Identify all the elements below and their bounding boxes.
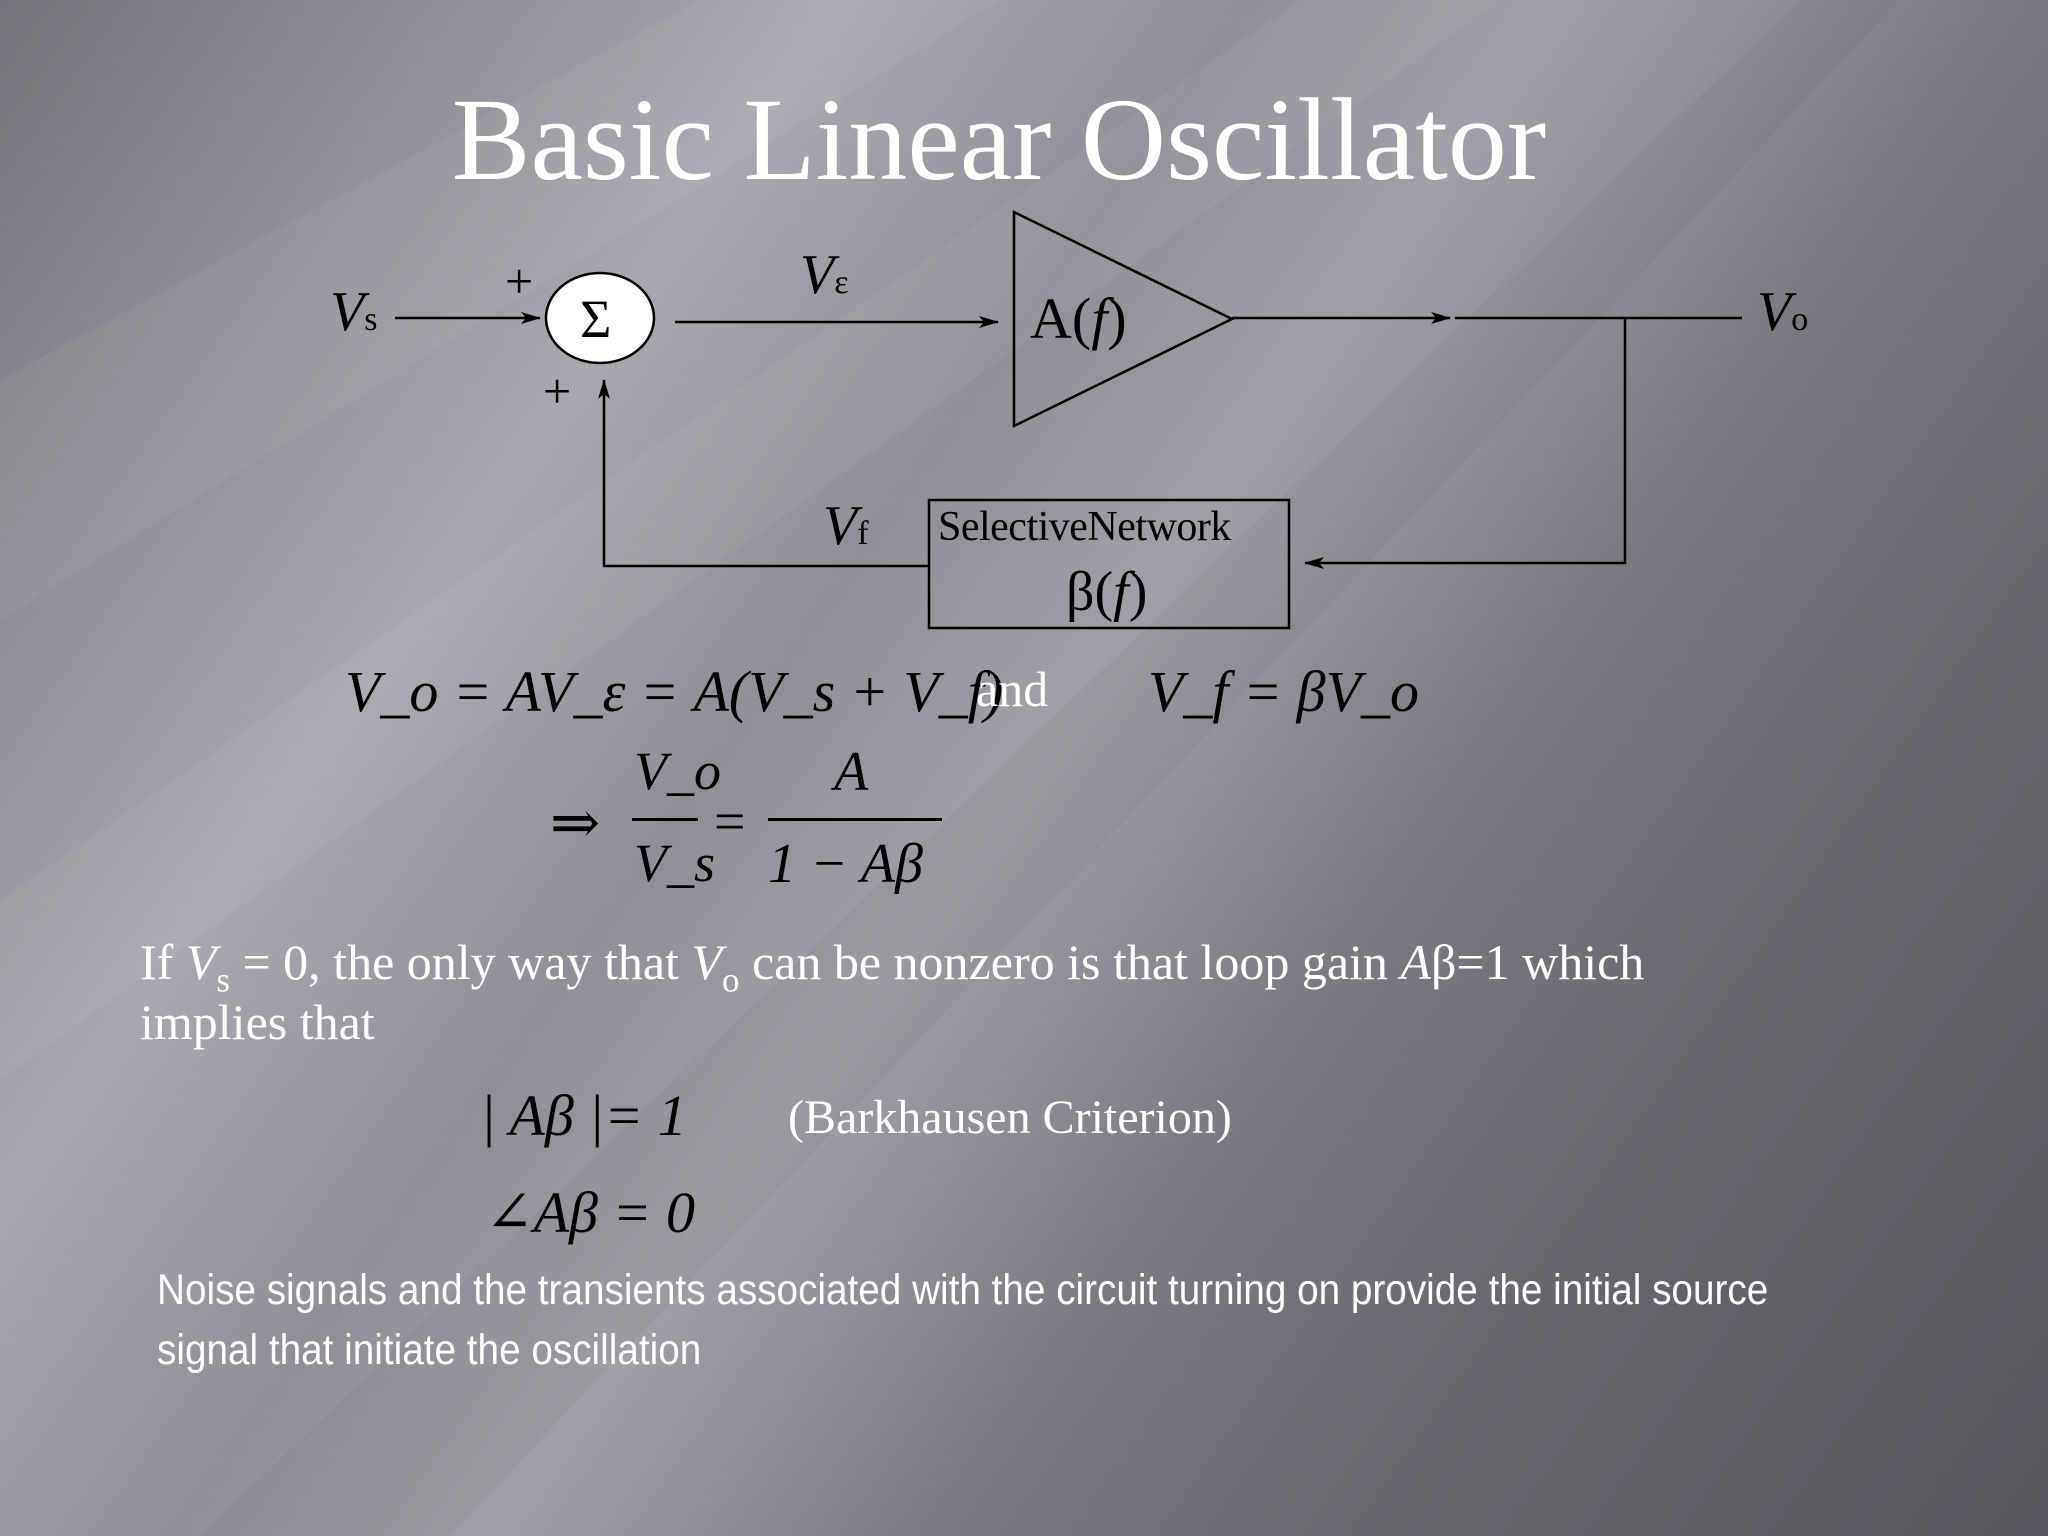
criterion-name: (Barkhausen Criterion) (788, 1091, 1232, 1144)
slide-title: Basic Linear Oscillator (451, 74, 1547, 205)
summing-junction (544, 271, 656, 365)
fraction-rhs-bar (768, 818, 942, 821)
note-line-2: signal that initiate the oscillation (157, 1326, 702, 1374)
condition-paragraph-line-1: If Vs = 0, the only way that Vo can be n… (140, 934, 1645, 1000)
condition-paragraph-line-2: implies that (140, 994, 375, 1050)
equation-1-right: V_f = βV_o (1148, 659, 1419, 724)
magnitude-condition: | Aβ |= 1 (480, 1083, 687, 1148)
output-label: Vo (1757, 281, 1809, 343)
phase-condition: ∠Aβ = 0 (485, 1180, 696, 1245)
error-label: Vε (800, 244, 849, 306)
network-function: β(f) (1066, 561, 1148, 623)
fraction-equals: = (714, 791, 746, 853)
sum-plus-top: + (505, 253, 534, 309)
sum-plus-bottom: + (543, 363, 572, 419)
implies-symbol: ⇒ (550, 790, 601, 856)
feedback-label: Vf (823, 495, 869, 557)
input-label: Vs (330, 281, 378, 343)
fraction-lhs-numerator: V_o (634, 741, 721, 801)
fraction-rhs-denominator: 1 − Aβ (768, 833, 923, 895)
feedback-return-wire (598, 379, 929, 568)
fraction-lhs-bar (632, 818, 698, 821)
equation-1-left: V_o = AV_ε = A(V_s + V_f) (345, 659, 1004, 724)
sum-sigma: Σ (580, 289, 612, 349)
equation-connector: and (976, 661, 1049, 717)
network-name: SelectiveNetwork (938, 504, 1231, 550)
amplifier-label: A(f) (1030, 286, 1127, 351)
fraction-lhs-denominator: V_s (634, 833, 715, 893)
note-line-1: Noise signals and the transients associa… (157, 1266, 1769, 1314)
selective-network-block (927, 498, 1291, 630)
amplifier-block (1012, 209, 1235, 429)
fraction-rhs-numerator: A (834, 741, 869, 803)
feedback-tap-wire (1304, 318, 1627, 569)
